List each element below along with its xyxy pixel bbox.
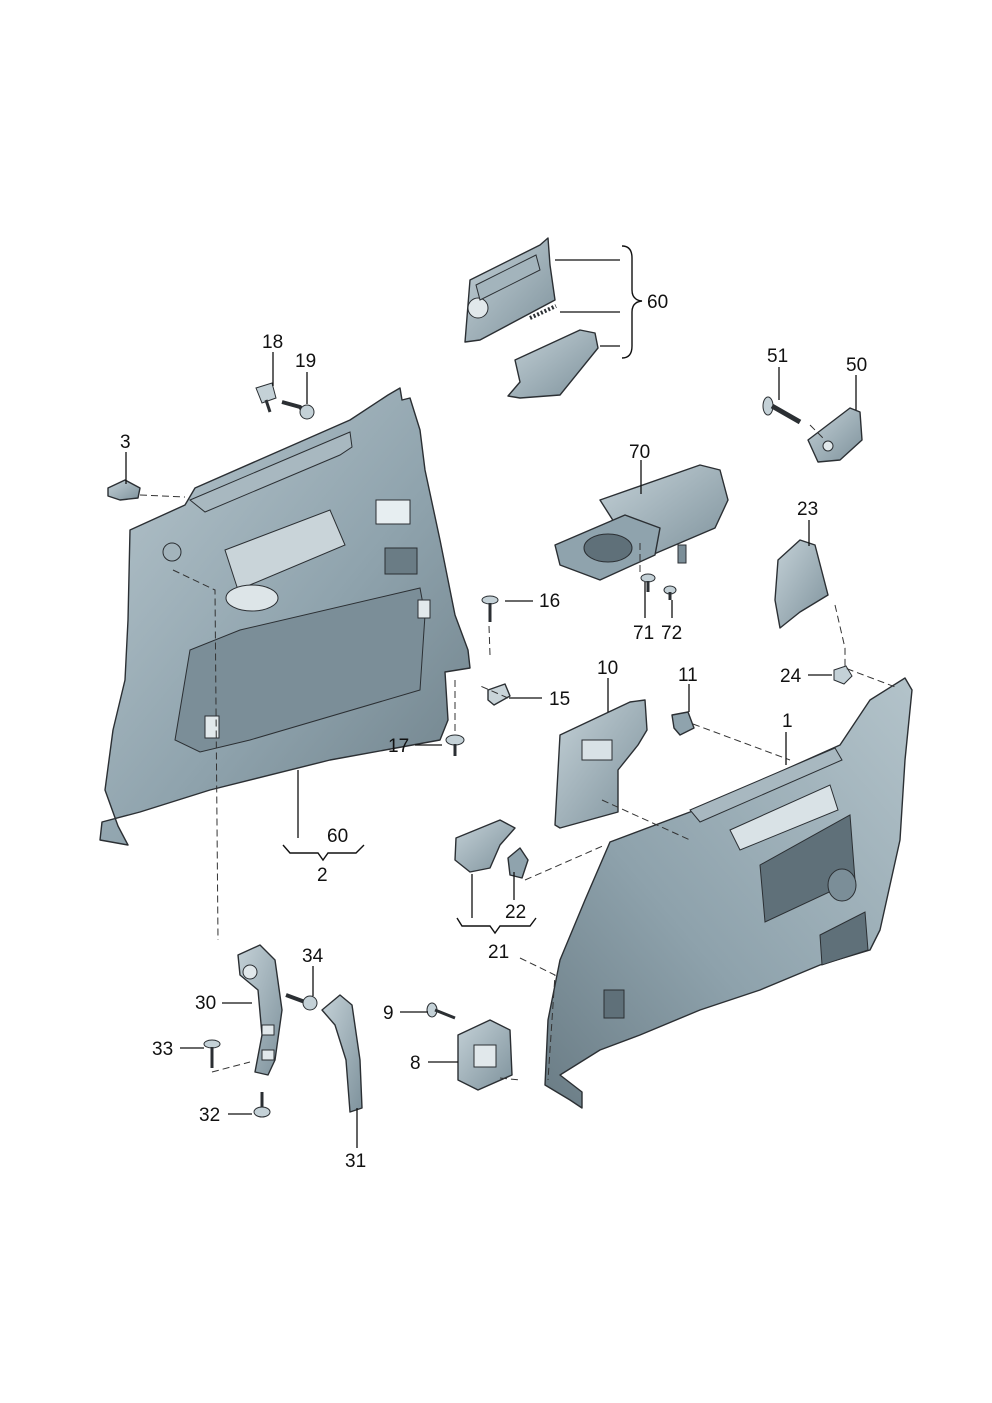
callout-24: 24 (780, 666, 802, 687)
tie-down-eye (457, 1019, 513, 1091)
callout-34: 34 (302, 946, 324, 967)
nut-24 (833, 665, 853, 685)
callout-8: 8 (410, 1053, 421, 1074)
cupholder-unit (554, 464, 729, 581)
assembly-lines (139, 424, 899, 1081)
callout-71: 71 (633, 623, 654, 644)
bracket-clip (671, 711, 695, 736)
callout-32: 32 (199, 1105, 220, 1126)
screw-72 (663, 585, 677, 600)
callout-70: 70 (629, 442, 650, 463)
bolt-19 (281, 400, 315, 420)
callout-18: 18 (262, 332, 283, 353)
callout-72: 72 (661, 623, 682, 644)
pillar-bracket (237, 944, 283, 1076)
callout-9: 9 (383, 1003, 394, 1024)
screw-9 (426, 1002, 456, 1020)
callout-labels: 1 2 3 8 9 10 11 15 16 17 18 19 21 22 23 … (120, 292, 867, 1172)
trim-strip (321, 994, 363, 1113)
trim-cover-block (774, 539, 829, 629)
callout-21: 21 (488, 942, 509, 963)
bolt-51 (762, 396, 802, 425)
callout-11: 11 (678, 665, 698, 686)
screw-33 (203, 1039, 221, 1068)
stowage-compartment-assembly (464, 237, 599, 399)
callout-50: 50 (846, 355, 867, 376)
callout-23: 23 (797, 499, 818, 520)
screw-32 (253, 1092, 271, 1118)
fastening-clip (507, 847, 529, 879)
callout-19: 19 (295, 351, 316, 372)
bolt-34 (285, 993, 318, 1011)
retaining-clip (107, 479, 141, 501)
screw-71 (640, 573, 656, 592)
right-side-trim-panel (544, 677, 913, 1109)
leader-lines (125, 259, 857, 1148)
callout-33: 33 (152, 1039, 173, 1060)
callout-31: 31 (345, 1151, 366, 1172)
left-side-trim-panel (99, 387, 471, 846)
callout-16: 16 (539, 591, 560, 612)
screw-18 (255, 382, 277, 413)
callout-30: 30 (195, 993, 216, 1014)
callout-15: 15 (549, 689, 570, 710)
callout-1: 1 (782, 711, 793, 732)
callout-51: 51 (767, 346, 788, 367)
hook-bracket (807, 407, 863, 463)
handle-cover (454, 819, 516, 873)
callout-10: 10 (597, 658, 618, 679)
callout-22: 22 (505, 902, 526, 923)
callout-3: 3 (120, 432, 131, 453)
screw-17 (445, 734, 465, 756)
screw-16 (481, 595, 499, 622)
callout-2: 2 (317, 865, 328, 886)
cover-panel (554, 699, 648, 829)
braces (282, 245, 643, 935)
spring-clip (487, 683, 511, 706)
callout-60-top: 60 (647, 292, 668, 313)
callout-17: 17 (388, 736, 409, 757)
callout-60-bottom: 60 (327, 826, 348, 847)
